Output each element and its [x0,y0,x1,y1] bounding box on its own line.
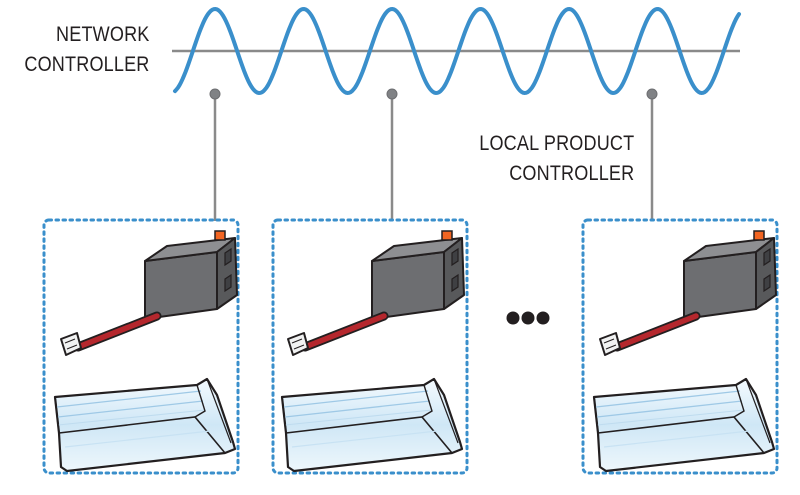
node-border [271,218,469,475]
signal-wave [173,6,741,96]
junction-dot-3 [646,88,658,100]
node-1 [42,218,240,475]
junction-dot-2 [386,88,398,100]
node-border [42,218,240,475]
network-label-line-2: CONTROLLER [24,53,150,76]
node-border [581,218,779,475]
local-label-line-2: CONTROLLER [508,162,634,185]
junction-dot-1 [209,88,221,100]
node-3 [581,218,779,475]
local-product-controller-label: LOCAL PRODUCT CONTROLLER [479,129,634,189]
network-controller-label: NETWORK CONTROLLER [25,20,150,80]
local-label-line-1: LOCAL PRODUCT [478,132,634,155]
ellipsis-icon [506,311,550,325]
node-2 [271,218,469,475]
network-label-line-1: NETWORK [56,23,151,46]
